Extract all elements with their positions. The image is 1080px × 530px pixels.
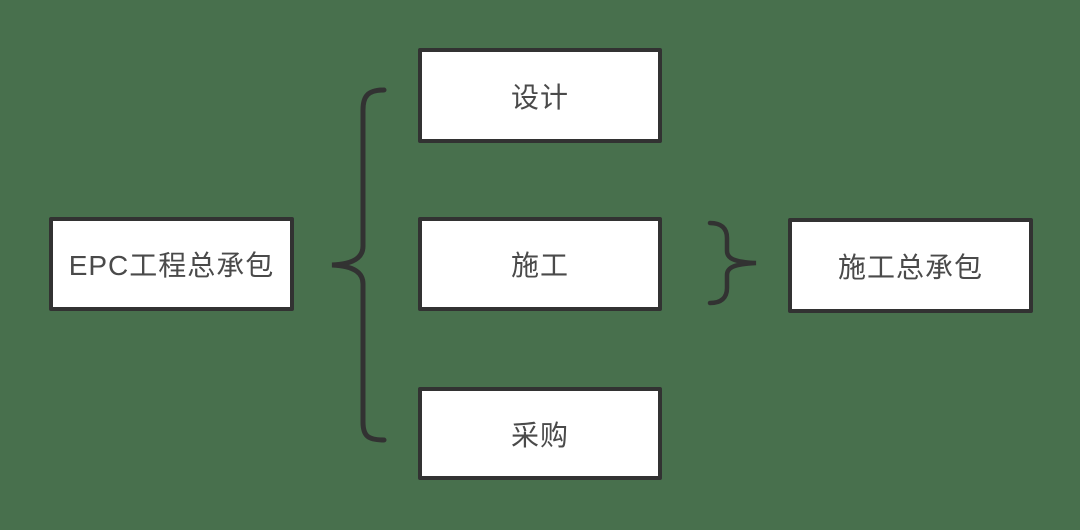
node-procurement: 采购 <box>418 387 662 480</box>
node-procurement-label: 采购 <box>510 419 569 451</box>
node-construction-general: 施工总承包 <box>788 218 1033 313</box>
node-design-label: 设计 <box>510 81 569 113</box>
node-construction: 施工 <box>418 217 662 311</box>
node-epc-label: EPC工程总承包 <box>68 250 275 281</box>
node-design: 设计 <box>418 48 662 143</box>
node-construction-label: 施工 <box>510 250 569 281</box>
node-epc: EPC工程总承包 <box>49 217 294 311</box>
right-brace <box>707 220 757 306</box>
left-brace <box>331 87 387 443</box>
node-construction-general-label: 施工总承包 <box>837 251 983 283</box>
